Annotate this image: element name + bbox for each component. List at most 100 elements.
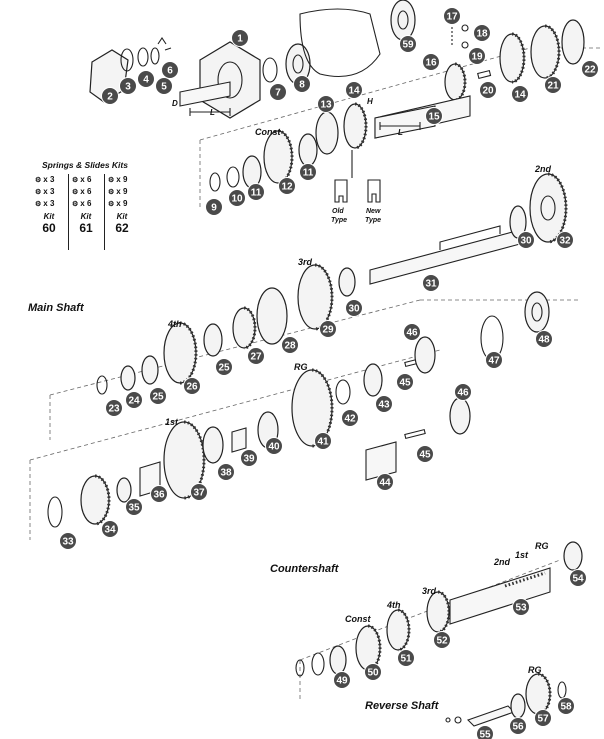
kit-label: Kit <box>80 212 92 221</box>
callout-50: 50 <box>364 663 382 681</box>
rg-label-reverse: RG <box>528 665 542 675</box>
bearing-25b-part <box>203 323 223 357</box>
callout-number: 13 <box>320 100 332 111</box>
callout-number: 42 <box>344 414 356 425</box>
callout-46: 46 <box>454 383 472 401</box>
fourth-label-counter: 4th <box>386 600 401 610</box>
bearing-30-part <box>338 267 356 297</box>
callout-number: 50 <box>367 668 379 679</box>
callout-number: 47 <box>488 356 500 367</box>
second-label-top: 2nd <box>534 164 552 174</box>
clip-part <box>157 37 172 51</box>
main-shaft-31-part <box>369 229 521 285</box>
fourth-gear-26-part <box>163 322 197 384</box>
third-fourth-row <box>96 263 356 395</box>
reverse-shaft-label: Reverse Shaft <box>365 700 440 712</box>
rg-label-counter: RG <box>535 541 549 551</box>
seal-7-part <box>262 57 278 83</box>
kit-qty: x 9 <box>105 174 139 186</box>
hub-15-part <box>374 105 436 139</box>
callout-11: 11 <box>299 163 317 181</box>
callout-number: 1 <box>237 34 243 45</box>
callout-number: 44 <box>379 478 391 489</box>
callout-56: 56 <box>509 717 527 735</box>
callout-number: 33 <box>62 537 74 548</box>
callout-13: 13 <box>317 95 335 113</box>
callout-number: 4 <box>143 75 149 86</box>
callout-number: 8 <box>299 80 305 91</box>
callout-1: 1 <box>231 29 249 47</box>
callout-20: 20 <box>479 81 497 99</box>
first-label-main: 1st <box>165 417 179 427</box>
kit-qty: x 9 <box>105 198 139 210</box>
bearing-59-part <box>390 0 416 41</box>
kit-qty: x 3 <box>32 186 66 198</box>
callout-number: 39 <box>243 454 255 465</box>
callout-number: 12 <box>281 182 293 193</box>
callout-48: 48 <box>535 330 553 348</box>
callout-number: 30 <box>348 304 360 315</box>
callout-number: 49 <box>336 676 348 687</box>
kit-label: Kit <box>43 212 55 221</box>
first-reverse-row <box>47 291 550 528</box>
callout-37: 37 <box>190 483 208 501</box>
first-label-counter: 1st <box>515 550 529 560</box>
callout-25: 25 <box>149 387 167 405</box>
countershaft-label: Countershaft <box>270 563 340 575</box>
callout-30: 30 <box>517 231 535 249</box>
new-type-slide-part <box>367 179 381 203</box>
callout-number: 14 <box>348 86 360 97</box>
kit-table-title: Springs & Slides Kits <box>42 160 128 170</box>
kit-qty: x 6 <box>69 174 103 186</box>
gasket-part <box>299 8 381 78</box>
rg-label-main: RG <box>294 362 308 372</box>
callout-16: 16 <box>422 53 440 71</box>
reverse-shaft-row <box>445 672 567 727</box>
bearing-11-part <box>242 155 262 189</box>
callout-number: 21 <box>547 81 559 92</box>
callout-number: 36 <box>153 490 165 501</box>
second-gear-32-part <box>529 173 567 243</box>
callout-11: 11 <box>247 183 265 201</box>
callout-52: 52 <box>433 631 451 649</box>
dimension-h-label: H <box>367 97 373 106</box>
callout-55: 55 <box>476 725 494 739</box>
callout-39: 39 <box>240 449 258 467</box>
callout-27: 27 <box>247 347 265 365</box>
cover-46-part <box>414 336 436 374</box>
callout-number: 54 <box>572 574 584 585</box>
second-label-counter: 2nd <box>493 557 511 567</box>
callout-19: 19 <box>468 47 486 65</box>
front-housing-part <box>199 41 261 119</box>
callout-40: 40 <box>265 437 283 455</box>
callout-32: 32 <box>556 231 574 249</box>
bearing-48-part <box>524 291 550 333</box>
const-gear-row <box>209 102 436 203</box>
callout-28: 28 <box>281 336 299 354</box>
callout-number: 34 <box>104 525 116 536</box>
callout-46: 46 <box>403 323 421 341</box>
ring-38-part <box>202 426 224 464</box>
bearing-43-part <box>363 363 383 397</box>
kit-number: 61 <box>79 221 93 235</box>
hub-44-part <box>365 441 397 481</box>
kit-qty: x 6 <box>69 186 103 198</box>
bushing-39-part <box>231 427 247 453</box>
bearing-11b-part <box>298 133 318 167</box>
callout-number: 46 <box>457 388 469 399</box>
callout-number: 7 <box>275 88 281 99</box>
bearing-35-part <box>116 477 132 503</box>
kit-qty: x 3 <box>32 198 66 210</box>
callout-number: 52 <box>436 636 448 647</box>
callout-number: 18 <box>476 29 488 40</box>
dimension-d-label: D <box>172 99 178 108</box>
callout-21: 21 <box>544 76 562 94</box>
callout-number: 48 <box>538 335 550 346</box>
text-labels: Main Shaft Countershaft Reverse Shaft Co… <box>28 97 552 712</box>
callout-41: 41 <box>314 432 332 450</box>
callout-23: 23 <box>105 399 123 417</box>
new-type-label-2: Type <box>365 217 381 224</box>
new-type-label-1: New <box>366 208 381 215</box>
callout-34: 34 <box>101 520 119 538</box>
